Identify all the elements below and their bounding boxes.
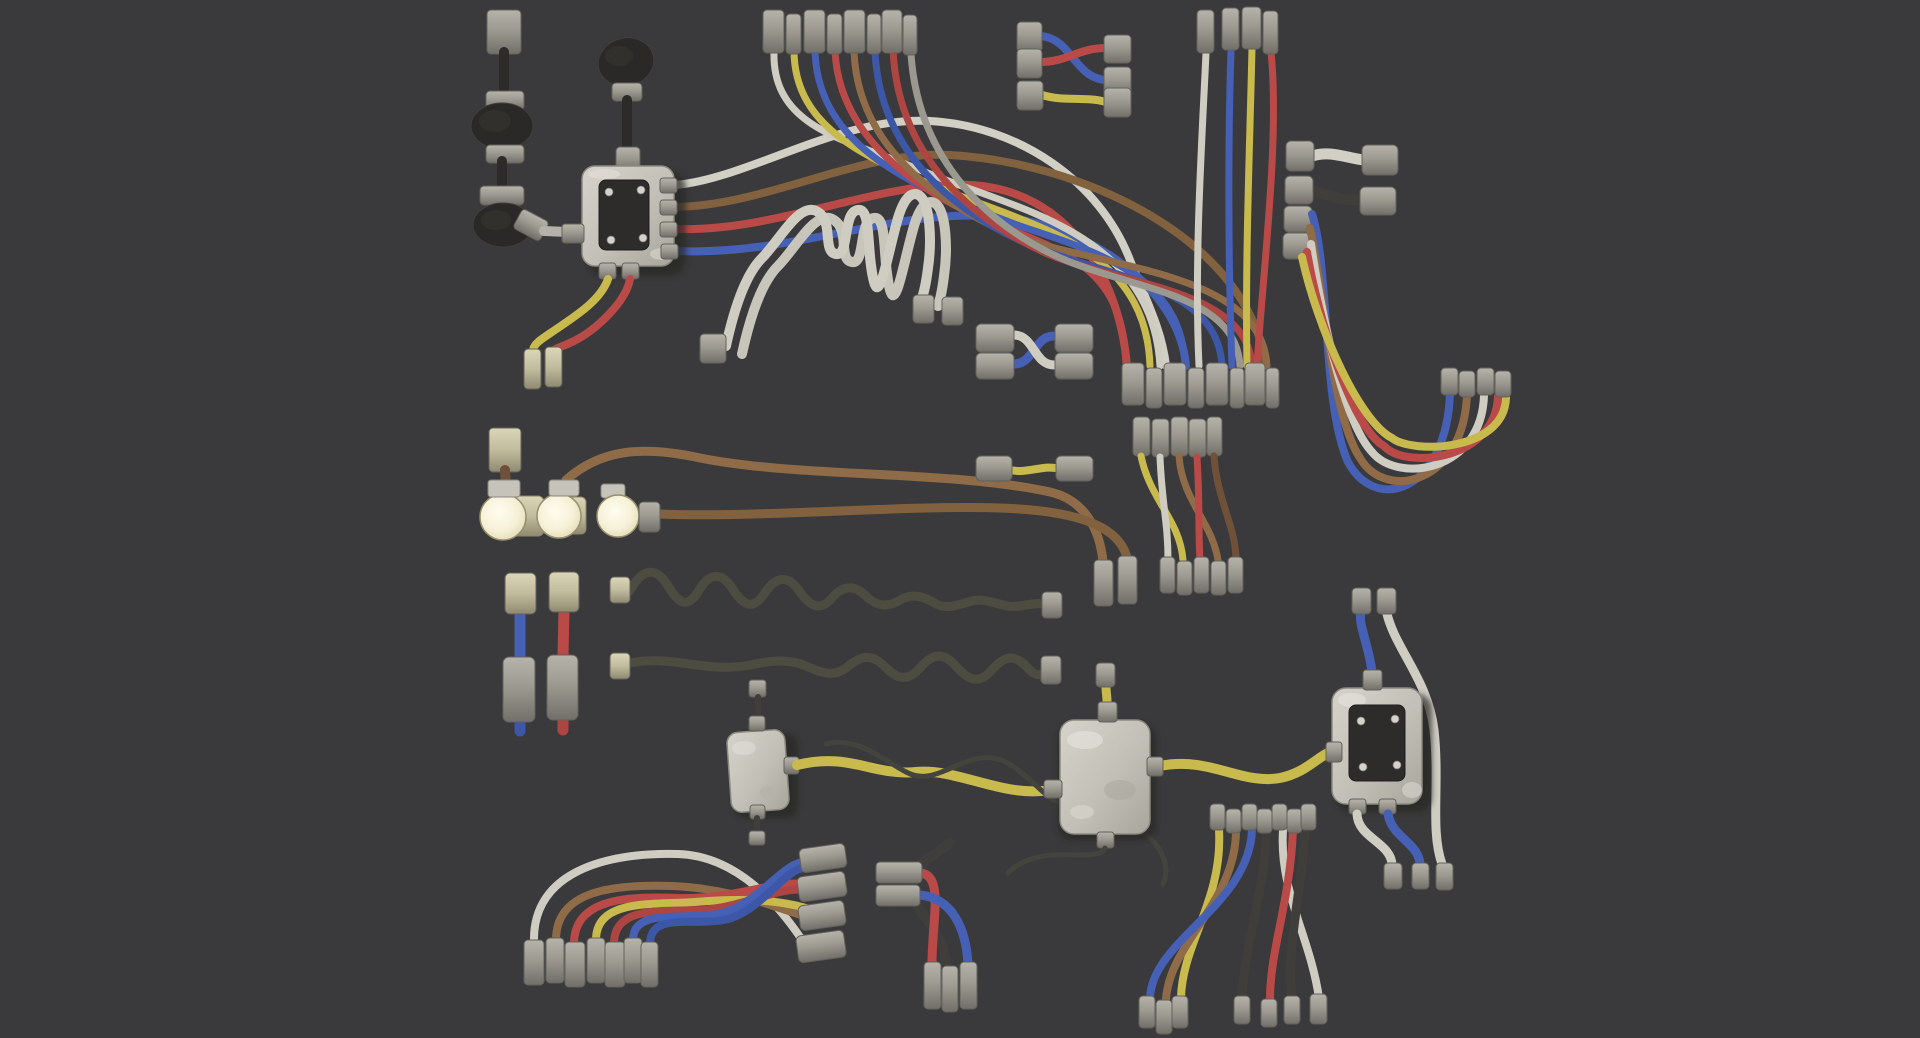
topright-connector-group xyxy=(1196,6,1279,55)
twisted-pair-connector xyxy=(975,323,1094,380)
connector-row-1 xyxy=(1121,362,1280,409)
crossing-pair-yellow xyxy=(1016,80,1132,118)
right-mini-assembly xyxy=(1282,140,1399,260)
junction-box-c xyxy=(1005,662,1164,876)
knob-assembly-left xyxy=(470,9,573,248)
red-wire-segment xyxy=(546,571,580,736)
u-bundle xyxy=(1298,210,1512,494)
bottom-left-bundle xyxy=(523,843,848,988)
junction-box-d xyxy=(1325,587,1454,891)
red-black-blue-trio xyxy=(875,838,978,1013)
top-connector-row xyxy=(762,9,918,56)
weaving-dark-wire xyxy=(823,739,1169,887)
row2-to-row3-wires xyxy=(1137,452,1240,564)
yellow-link-wires xyxy=(792,747,1335,797)
light-bulb-3 xyxy=(596,483,661,538)
light-bulb-2 xyxy=(536,479,587,539)
white-squiggle-wire xyxy=(699,189,964,364)
bulb-feed-wires xyxy=(561,446,1138,607)
box-a-down-wires xyxy=(523,275,634,390)
blue-wire-segment xyxy=(502,572,537,737)
connector-row-2 xyxy=(1132,416,1223,458)
knob-assembly-top xyxy=(597,37,655,172)
yellow-connector-piece xyxy=(975,455,1094,482)
junction-box-a xyxy=(561,165,686,280)
bottom-right-bundle xyxy=(1138,803,1328,1035)
connector-row-3 xyxy=(1159,556,1244,596)
light-bulb-1 xyxy=(479,427,545,541)
zigzag-wire-1 xyxy=(609,567,1063,619)
zigzag-wire-2 xyxy=(609,651,1062,685)
junction-box-b-chain xyxy=(726,679,800,846)
